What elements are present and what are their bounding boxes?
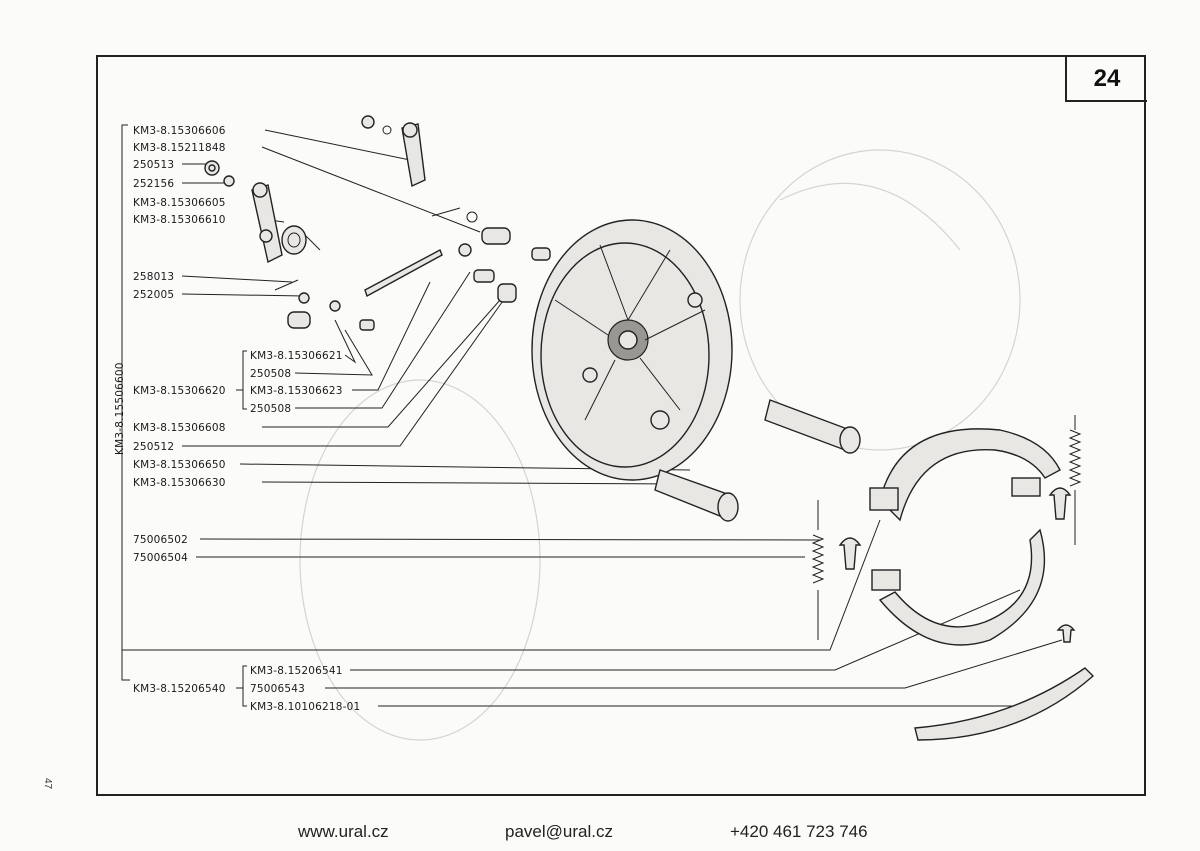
footer-email[interactable]: pavel@ural.cz [505, 822, 613, 841]
part-label: 75006502 [133, 534, 188, 546]
pivot-pin-icon [654, 399, 861, 522]
washer-icon [298, 292, 310, 304]
rivet-icon [838, 487, 1076, 643]
top-lever-icon [361, 115, 426, 188]
group-label: KM3-8.15206540 [133, 683, 226, 695]
page-frame [96, 55, 1146, 796]
part-label: KM3-8.10106218-01 [250, 701, 360, 713]
part-label: KM3-8.15306610 [133, 214, 226, 226]
main-part-number: KM3-8.15506600 [114, 362, 126, 455]
part-label: KM3-8.15306608 [133, 422, 226, 434]
part-label: KM3-8.15306605 [133, 197, 226, 209]
part-label: 250508 [250, 368, 291, 380]
footer-website[interactable]: www.ural.cz [298, 822, 389, 841]
part-label: 258013 [133, 271, 174, 283]
part-label: KM3-8.15306606 [133, 125, 226, 137]
side-page-number: 47 [42, 777, 54, 790]
clevis-icon [287, 300, 375, 331]
brake-plate-icon [531, 219, 733, 481]
bleed-through-ghost [299, 149, 1021, 741]
part-label: 250513 [133, 159, 174, 171]
part-label: KM3-8.15206541 [250, 665, 343, 677]
washer-icon [223, 175, 235, 187]
part-label: KM3-8.15306630 [133, 477, 226, 489]
leader-lines [181, 129, 1063, 707]
part-label: 250512 [133, 441, 174, 453]
part-label: 75006543 [250, 683, 305, 695]
part-label: 252005 [133, 289, 174, 301]
cotter-pin-icon [274, 279, 299, 291]
page-number: 24 [1065, 57, 1147, 102]
brake-shoe-bottom-icon [871, 528, 1046, 646]
part-label: 75006504 [133, 552, 188, 564]
small-parts-icon [431, 207, 551, 303]
lever-icon [251, 182, 283, 264]
part-label: KM3-8.15211848 [133, 142, 226, 154]
part-label: 252156 [133, 178, 174, 190]
group-label: KM3-8.15306620 [133, 385, 226, 397]
part-label: KM3-8.15306621 [250, 350, 343, 362]
assembly-bracket: KM3-8.15506600 [114, 124, 881, 681]
part-label: KM3-8.15306650 [133, 459, 226, 471]
torsion-spring-icon [281, 225, 321, 255]
part-label: KM3-8.15306623 [250, 385, 343, 397]
rod-icon [364, 249, 443, 298]
part-label: 250508 [250, 403, 291, 415]
brake-shoe-top-icon [869, 428, 1061, 522]
brake-lining-icon [914, 667, 1095, 741]
footer-phone: +420 461 723 746 [730, 822, 868, 841]
nut-icon [204, 160, 220, 176]
return-spring-icon [811, 415, 1082, 640]
part-labels: KM3-8.15306606 KM3-8.15211848 250513 252… [133, 125, 360, 713]
group-bracket [236, 350, 247, 410]
group-bracket [236, 665, 247, 707]
